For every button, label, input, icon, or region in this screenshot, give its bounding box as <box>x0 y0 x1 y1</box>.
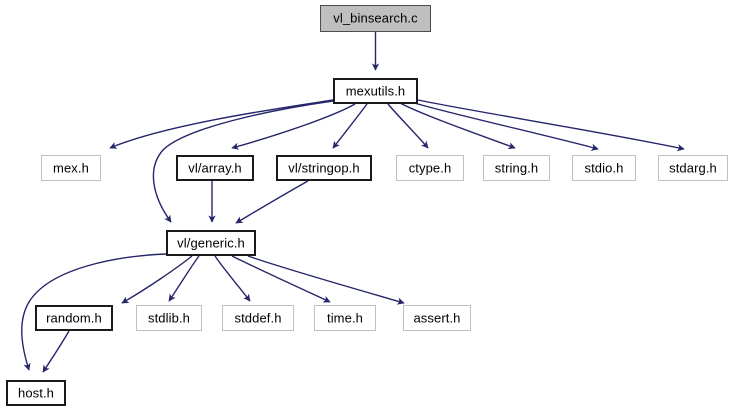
graph-edge-mexutils-h-to-mex-h <box>109 99 334 149</box>
graph-node-vl-stringop-h[interactable]: vl/stringop.h <box>276 155 372 181</box>
graph-edge-mexutils-h-to-string-h <box>399 102 516 150</box>
graph-node-random-h[interactable]: random.h <box>35 305 113 331</box>
graph-node-ctype-h[interactable]: ctype.h <box>396 155 464 181</box>
graph-node-label: stdarg.h <box>669 160 717 175</box>
graph-node-label: mexutils.h <box>345 83 406 98</box>
graph-node-host-h[interactable]: host.h <box>6 380 66 406</box>
graph-edge-mexutils-h-to-stdio-h <box>410 101 599 151</box>
graph-edge-mexutils-h-to-vl-stringop-h <box>332 103 368 149</box>
graph-edge-vl-generic-h-to-assert-h <box>247 255 405 305</box>
graph-node-mexutils-h[interactable]: mexutils.h <box>333 78 418 104</box>
graph-node-label: stdio.h <box>584 160 624 175</box>
graph-node-label: vl/stringop.h <box>288 160 360 175</box>
graph-node-vl-array-h[interactable]: vl/array.h <box>176 155 254 181</box>
graph-edge-mexutils-h-to-stdarg-h <box>417 99 685 152</box>
graph-edge-mexutils-h-to-vl-array-h <box>231 103 356 150</box>
graph-node-label: string.h <box>494 160 539 175</box>
graph-node-label: vl/generic.h <box>177 235 245 250</box>
graph-node-label: vl/array.h <box>188 160 242 175</box>
graph-node-stdlib-h[interactable]: stdlib.h <box>136 305 202 331</box>
graph-edge-vl-generic-h-to-time-h <box>231 255 331 303</box>
graph-node-string-h[interactable]: string.h <box>483 155 550 181</box>
graph-edge-vl-generic-h-to-stddef-h <box>214 255 251 302</box>
graph-edge-mexutils-h-to-ctype-h <box>387 103 429 149</box>
graph-edge-vl-stringop-h-to-vl-generic-h <box>235 180 309 224</box>
graph-node-label: ctype.h <box>408 160 452 175</box>
graph-node-label: random.h <box>46 310 102 325</box>
graph-edge-vl-generic-h-to-random-h <box>121 255 193 304</box>
graph-node-label: mex.h <box>53 160 89 175</box>
graph-edge-vl-generic-h-to-stdlib-h <box>168 255 200 302</box>
graph-node-label: stddef.h <box>234 310 282 325</box>
graph-node-mex-h[interactable]: mex.h <box>41 155 101 181</box>
graph-node-label: vl_binsearch.c <box>333 10 418 26</box>
graph-node-assert-h[interactable]: assert.h <box>403 305 471 331</box>
graph-node-vl-generic-h[interactable]: vl/generic.h <box>166 230 256 256</box>
graph-node-vl-binsearch-c[interactable]: vl_binsearch.c <box>320 5 431 32</box>
graph-node-time-h[interactable]: time.h <box>314 305 376 331</box>
graph-node-stddef-h[interactable]: stddef.h <box>222 305 294 331</box>
graph-node-label: assert.h <box>413 310 461 325</box>
graph-edge-random-h-to-host-h <box>42 330 70 373</box>
graph-node-label: stdlib.h <box>148 310 190 325</box>
graph-node-label: host.h <box>17 385 54 400</box>
graph-node-stdio-h[interactable]: stdio.h <box>572 155 636 181</box>
graph-node-stdarg-h[interactable]: stdarg.h <box>658 155 728 181</box>
graph-node-label: time.h <box>326 310 363 325</box>
